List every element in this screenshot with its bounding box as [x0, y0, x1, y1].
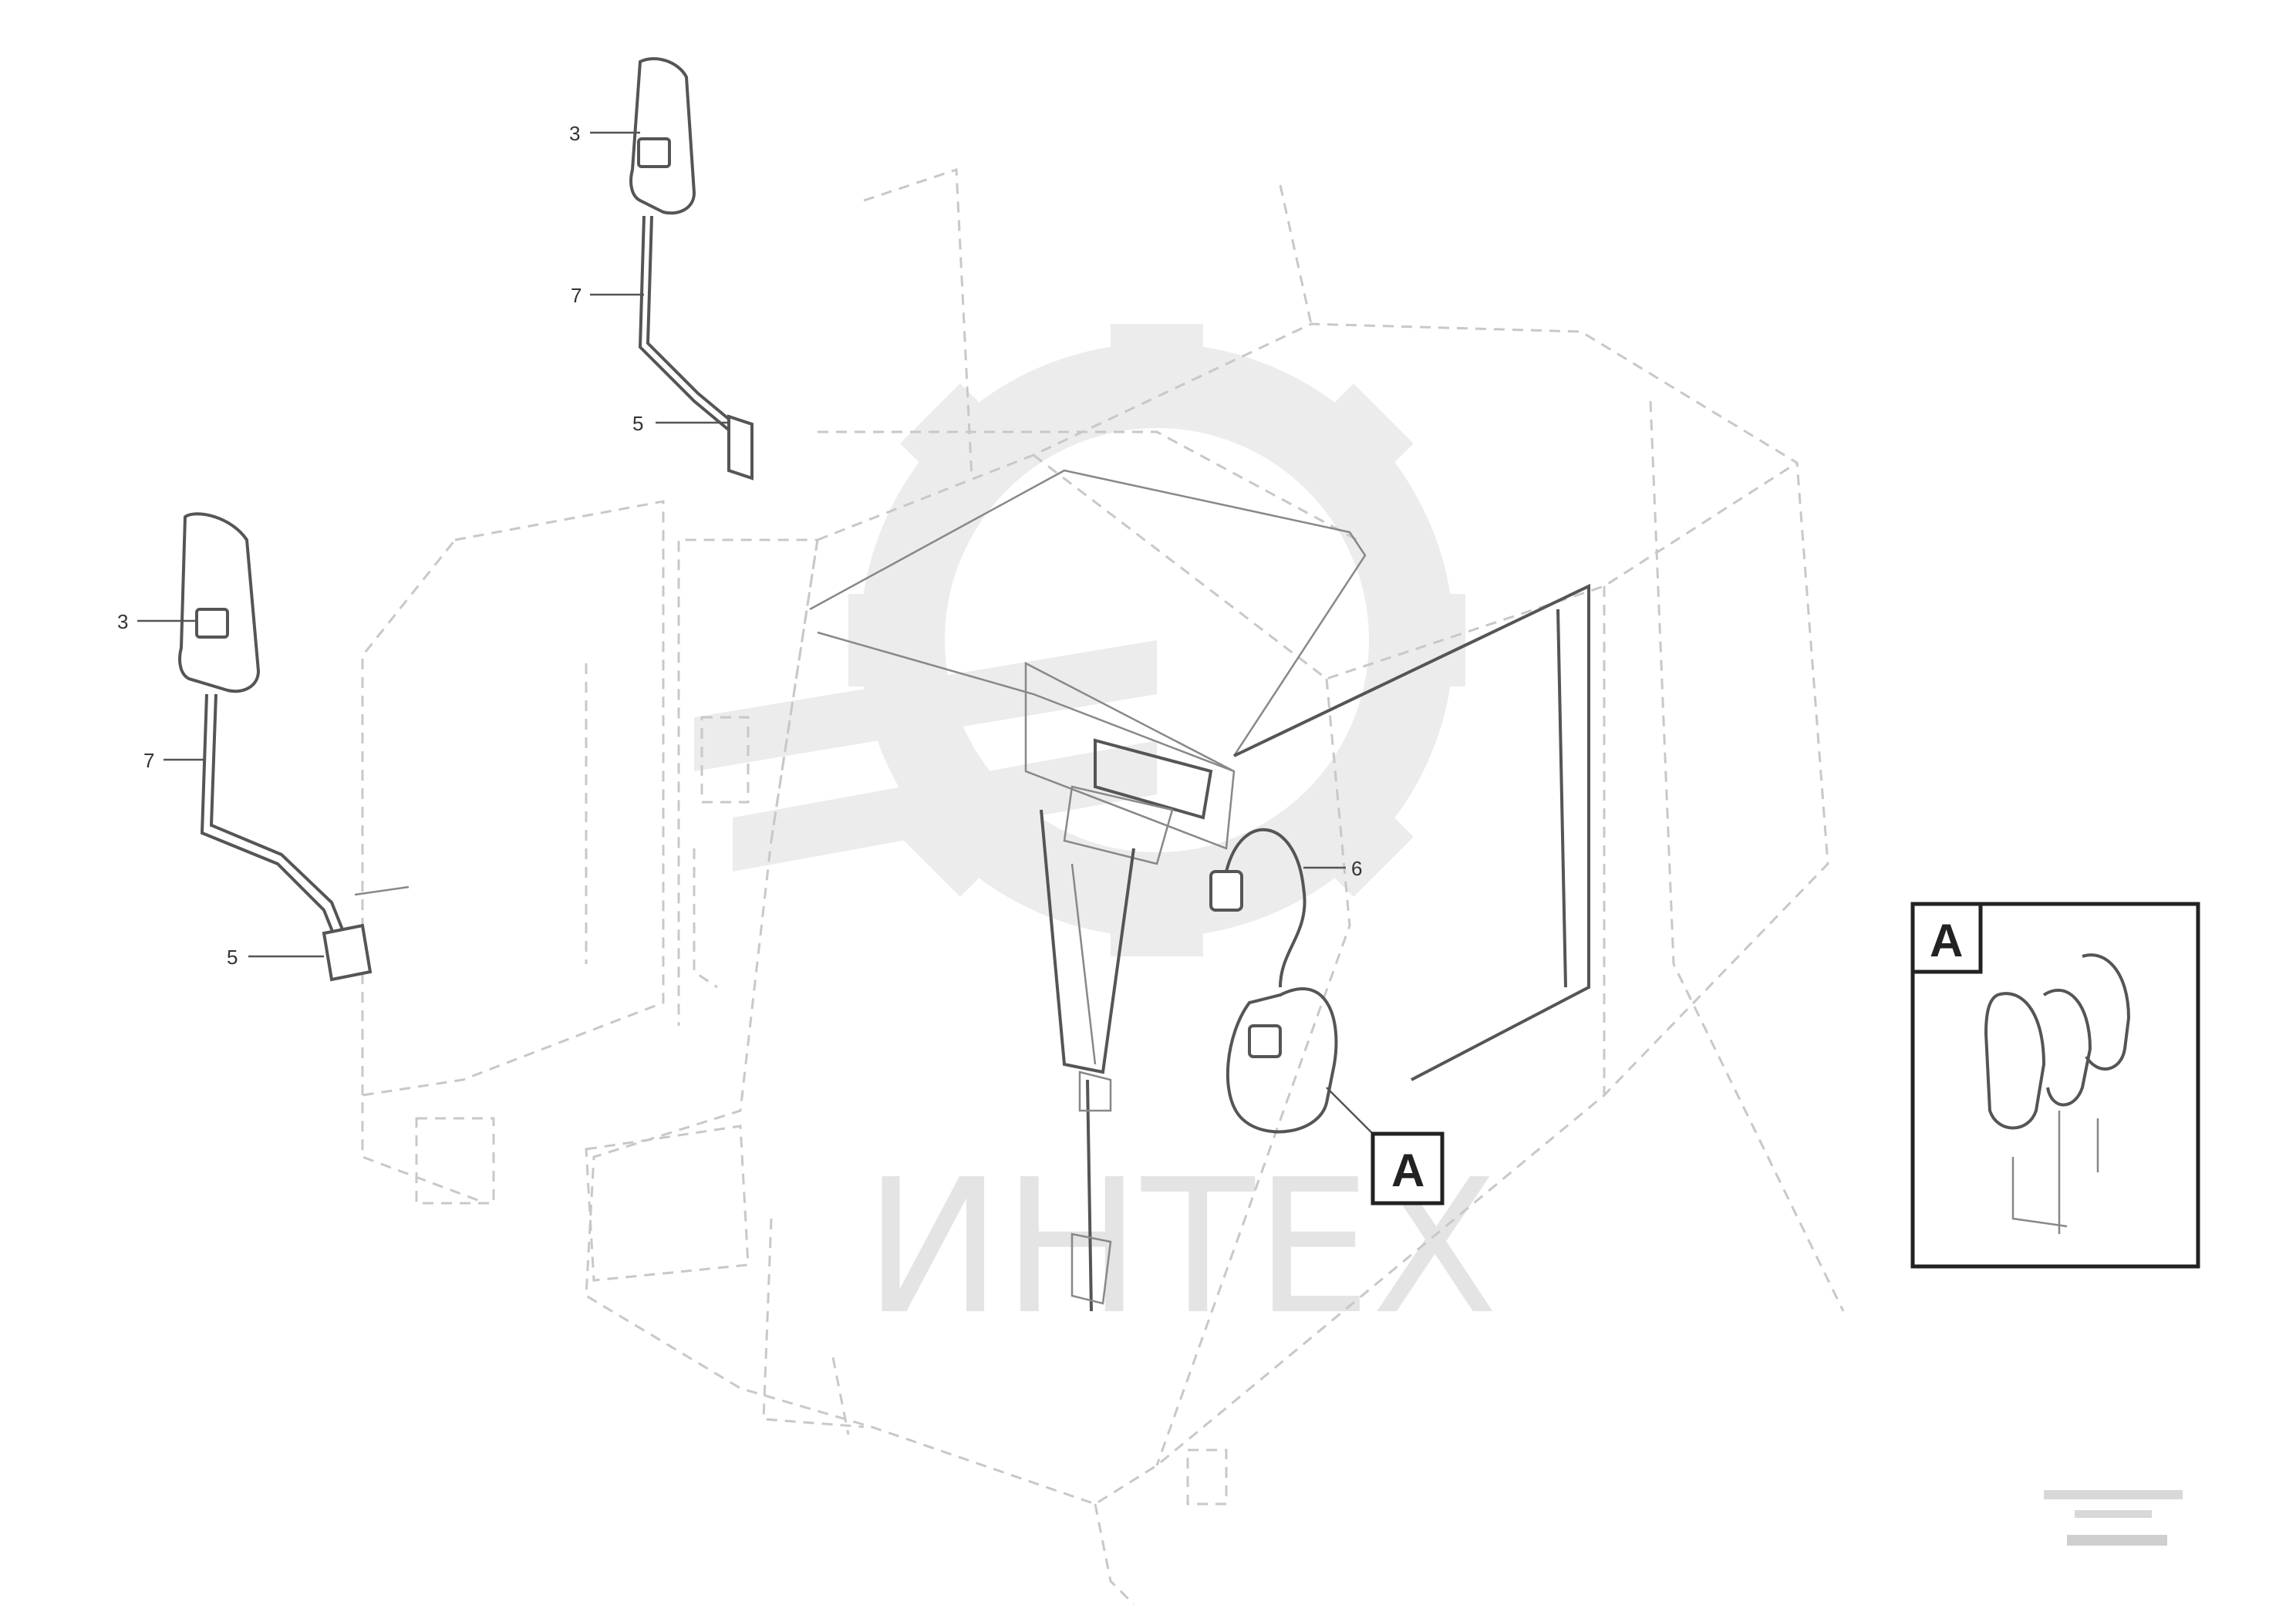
callout-label: 7	[571, 284, 582, 307]
detail-mirror-parts	[1984, 953, 2131, 1234]
callout-label: 6	[1351, 857, 1362, 880]
detail-view-label: A	[1930, 915, 1963, 966]
watermark: ИНТЕХ	[694, 324, 1499, 1355]
detail-reference: A	[1326, 1087, 1445, 1206]
drawing-codes	[2044, 1490, 2183, 1546]
detail-reference-label: A	[1391, 1145, 1424, 1196]
cab-roof	[809, 469, 1590, 1081]
callout-label: 7	[143, 749, 154, 772]
machine-outline	[361, 167, 1845, 1606]
lower-mirror-assembly	[178, 512, 410, 982]
callout-label: 5	[227, 946, 238, 969]
center-rod	[1040, 809, 1135, 1312]
callout-label: 5	[632, 412, 643, 435]
callout-label: 3	[117, 610, 128, 633]
callout-label: 3	[569, 122, 580, 145]
upper-mirror-assembly	[629, 57, 754, 481]
watermark-gear-icon	[694, 324, 1465, 956]
mirror-cable	[1209, 828, 1338, 1134]
detail-view: A	[1910, 902, 2200, 1269]
callout-labels: 3 7 5 3 7 5 6	[117, 122, 1362, 969]
